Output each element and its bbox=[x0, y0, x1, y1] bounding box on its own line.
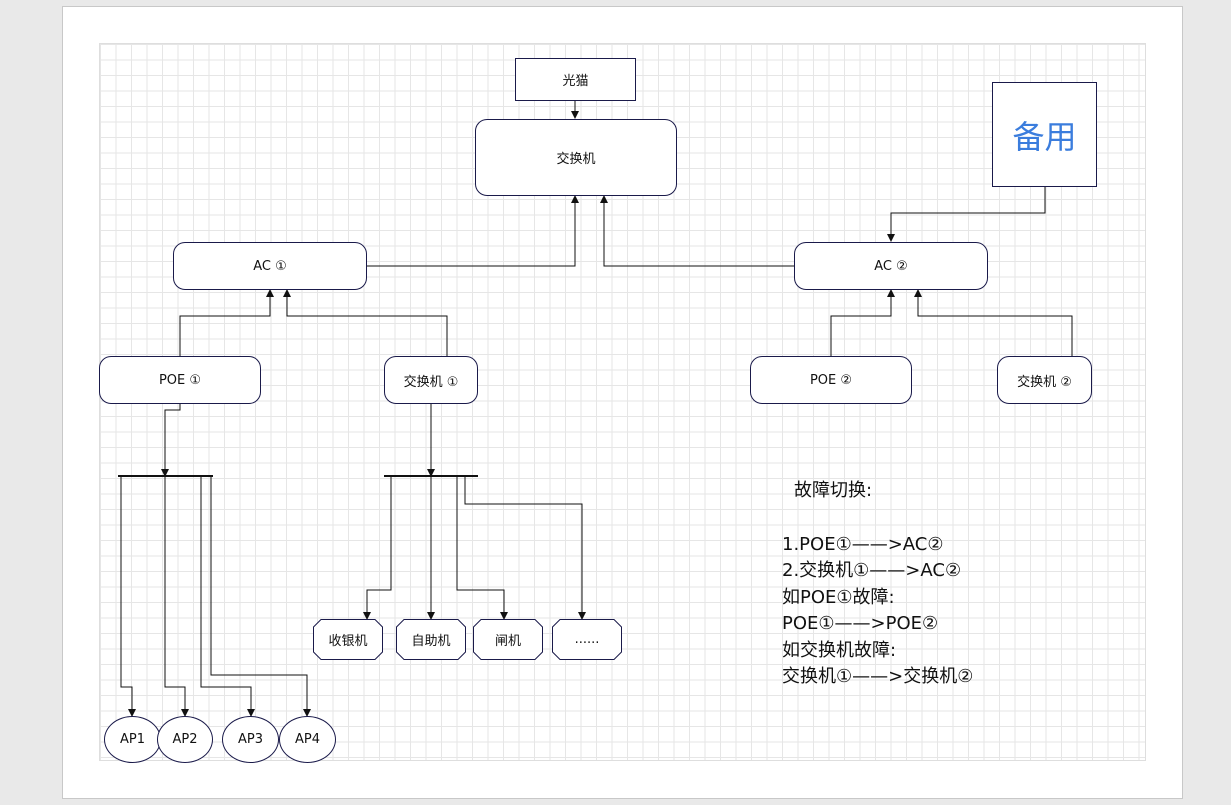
poe2-label: POE ② bbox=[809, 372, 853, 388]
backup-label: 备用 bbox=[1012, 117, 1077, 156]
ap3-label: AP3 bbox=[237, 732, 263, 747]
link-bus-ap3 bbox=[200, 476, 255, 717]
poe2-node[interactable]: POE ② bbox=[750, 356, 912, 404]
ap1-label: AP1 bbox=[119, 732, 145, 747]
gate-label: 闸机 bbox=[494, 634, 521, 649]
link-switch2-ac2 bbox=[914, 289, 1073, 356]
failover-notes: 故障切换: 1.POE①——>AC② 2.交换机①——>AC② 如POE①故障:… bbox=[782, 478, 1042, 691]
more-devices-label: ...... bbox=[574, 632, 600, 647]
switch1-node[interactable]: 交换机 ① bbox=[384, 356, 478, 404]
switch2-label: 交换机 ② bbox=[1017, 374, 1072, 390]
link-bus-cashier bbox=[363, 476, 392, 620]
ap3-node[interactable]: AP3 bbox=[222, 716, 279, 763]
link-ac2-core bbox=[600, 195, 794, 267]
failover-line: 如交换机故障: bbox=[782, 639, 897, 661]
kiosk-node[interactable]: 自助机 bbox=[396, 619, 466, 660]
poe1-label: POE ① bbox=[158, 372, 202, 388]
link-bus-gate bbox=[456, 476, 508, 620]
failover-title: 故障切换: bbox=[794, 480, 873, 501]
link-poe2-ac2 bbox=[830, 289, 895, 356]
backup-node[interactable]: 备用 bbox=[992, 82, 1097, 187]
poe1-node[interactable]: POE ① bbox=[99, 356, 261, 404]
gate-node[interactable]: 闸机 bbox=[473, 619, 543, 660]
core-switch-node[interactable]: 交换机 bbox=[475, 119, 677, 196]
ac1-label: AC ① bbox=[253, 258, 287, 274]
link-backup-ac2 bbox=[887, 187, 1046, 242]
failover-line: 如POE①故障: bbox=[782, 586, 895, 608]
link-bus-ap1 bbox=[120, 476, 136, 717]
ap1-node[interactable]: AP1 bbox=[104, 716, 161, 763]
modem-node[interactable]: 光猫 bbox=[515, 58, 636, 101]
ap4-node[interactable]: AP4 bbox=[279, 716, 336, 763]
failover-line: POE①——>POE② bbox=[782, 613, 939, 634]
link-switch1-ac1 bbox=[283, 289, 448, 356]
failover-line: 2.交换机①——>AC② bbox=[782, 560, 962, 581]
cashier-label: 收银机 bbox=[328, 634, 368, 649]
link-bus-ap2 bbox=[164, 476, 189, 717]
switch2-node[interactable]: 交换机 ② bbox=[997, 356, 1092, 404]
ac2-node[interactable]: AC ② bbox=[794, 242, 988, 290]
ap4-label: AP4 bbox=[294, 732, 320, 747]
ac1-node[interactable]: AC ① bbox=[173, 242, 367, 290]
link-bus-more bbox=[464, 476, 586, 620]
link-poe1-bus bbox=[161, 403, 181, 477]
more-devices-node[interactable]: ...... bbox=[552, 619, 622, 660]
ap2-label: AP2 bbox=[172, 732, 198, 747]
kiosk-label: 自助机 bbox=[411, 634, 451, 649]
failover-line: 1.POE①——>AC② bbox=[782, 533, 944, 555]
ac2-label: AC ② bbox=[874, 258, 908, 274]
modem-label: 光猫 bbox=[562, 74, 589, 89]
cashier-node[interactable]: 收银机 bbox=[313, 619, 383, 660]
ap2-node[interactable]: AP2 bbox=[157, 716, 213, 763]
link-bus-ap4 bbox=[210, 476, 311, 717]
core-switch-label: 交换机 bbox=[556, 152, 596, 167]
failover-line: 交换机①——>交换机② bbox=[782, 666, 974, 687]
switch1-label: 交换机 ① bbox=[403, 374, 459, 390]
link-poe1-ac1 bbox=[179, 289, 274, 356]
link-ac1-core bbox=[367, 195, 579, 267]
